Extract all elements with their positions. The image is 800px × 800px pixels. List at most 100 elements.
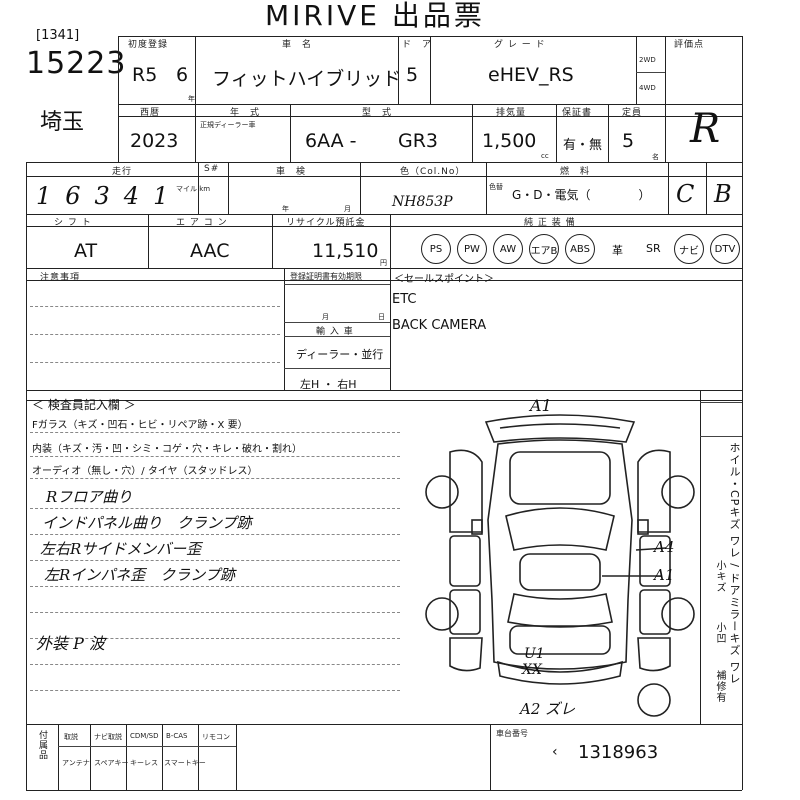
- hand-note-5: 外装 P 波: [36, 634, 105, 653]
- equip-airbag: エアB: [529, 234, 559, 264]
- hand-note-2: インドパネル曲り クランプ跡: [42, 514, 252, 532]
- diagram-a2: A2 ズレ: [520, 700, 576, 718]
- warranty-label: 保証書: [562, 108, 593, 118]
- equip-ps: PS: [421, 234, 451, 264]
- lot-number: 15223: [26, 46, 127, 81]
- diagram-a1-side: A1: [654, 566, 675, 584]
- door-label: ド ア: [402, 40, 433, 50]
- first-reg-label: 初度登録: [128, 40, 169, 50]
- deadline-month: 月: [322, 313, 329, 321]
- yen-unit: 円: [380, 259, 387, 267]
- import-mark: 正規ディーラー車: [200, 121, 256, 129]
- year-label: 西暦: [140, 108, 161, 118]
- shift: AT: [74, 240, 98, 262]
- legend-small-dent: 小凹: [714, 622, 725, 644]
- aircon-label: エ ア コ ン: [176, 218, 228, 228]
- km-unit: マイル km: [176, 185, 211, 193]
- eval-score: R: [690, 106, 721, 152]
- inspector-label: ＜ 検査員記入欄 ＞: [32, 398, 136, 412]
- model-prefix: 6AA -: [305, 130, 357, 152]
- seat-unit: 名: [652, 153, 659, 161]
- twowd: 2WD: [639, 56, 656, 64]
- warranty: 有・無: [563, 138, 603, 153]
- region: 埼玉: [40, 110, 85, 135]
- grade-label: グ レ ー ド: [494, 40, 546, 50]
- color-same-label: 色替: [489, 183, 503, 191]
- equip-abs: ABS: [565, 234, 595, 264]
- car-damage-diagram: [425, 414, 695, 717]
- fuel-type: G・D・電気（ ）: [512, 188, 651, 202]
- displacement: 1,500: [482, 130, 537, 152]
- diagram-a1-top: A1: [530, 396, 552, 415]
- capacity-label: 定員: [622, 108, 643, 118]
- car-name: フィットハイブリッド: [212, 68, 402, 90]
- accessories-label: 付属品: [37, 730, 47, 760]
- diagram-xx: XX: [522, 662, 542, 678]
- deadline-day: 日: [378, 313, 385, 321]
- displacement-label: 排気量: [496, 108, 527, 118]
- capacity: 5: [622, 130, 635, 152]
- sales-point-2: BACK CAMERA: [392, 318, 487, 333]
- legend-repaired: 補修有: [714, 670, 725, 703]
- acc-manual: 取説: [64, 733, 78, 741]
- legend-small-scratch: 小キズ: [714, 560, 725, 593]
- sales-point-1: ETC: [392, 292, 417, 307]
- equip-pw: PW: [457, 234, 487, 264]
- year-model-label: 年 式: [230, 108, 261, 118]
- equip-navi: ナビ: [674, 234, 704, 264]
- exterior-grade: C: [676, 180, 695, 208]
- chassis-number: 1318963: [578, 742, 659, 763]
- sno-label: S#: [204, 164, 220, 174]
- acc-navi-manual: ナビ取説: [94, 733, 122, 741]
- name-label: 車 名: [282, 40, 313, 50]
- notes-label: 注意事項: [40, 273, 81, 283]
- acc-antenna: アンテナ: [62, 759, 90, 767]
- form-title: MIRIVE 出品票: [265, 0, 485, 32]
- fourwd: 4WD: [639, 84, 656, 92]
- color-code: NH853P: [392, 194, 453, 210]
- acc-bcas: B-CAS: [166, 732, 188, 740]
- grade: eHEV_RS: [488, 64, 574, 86]
- hand-note-4: 左Rインパネ歪 クランプ跡: [44, 566, 235, 584]
- cc-unit: cc: [541, 152, 549, 160]
- acc-keyless: キーレス: [130, 759, 158, 767]
- chassis-label: 車台番号: [496, 729, 528, 738]
- acc-remote: リモコン: [202, 733, 230, 741]
- recycle-label: リサイクル預託金: [286, 218, 366, 228]
- equip-leather: 革: [612, 244, 623, 257]
- recycle-fee: 11,510: [312, 240, 379, 262]
- first-reg-month: 6: [176, 64, 189, 86]
- inspector-line-2: 内装（キズ・汚・凹・シミ・コゲ・穴・キレ・破れ・割れ）: [32, 444, 302, 455]
- eval-label: 評価点: [674, 40, 705, 50]
- inspector-line-3: オーディオ（無し・穴）/ タイヤ（スタッドレス）: [32, 466, 258, 477]
- chassis-mark: ‹: [552, 744, 558, 760]
- body-label: 車 検: [276, 167, 307, 177]
- equip-dtv: DTV: [710, 234, 740, 264]
- color-label: 色（Col.No）: [400, 167, 466, 177]
- doors: 5: [406, 64, 419, 86]
- inspection-year-mark: 年: [282, 205, 289, 213]
- acc-spare-key: スペアキー: [94, 759, 129, 767]
- sales-points-label: ＜セールスポイント＞: [394, 274, 494, 285]
- interior-grade: B: [714, 180, 732, 208]
- fuel-label: 燃 料: [560, 167, 591, 177]
- equip-aw: AW: [493, 234, 523, 264]
- diagram-u1: U1: [524, 646, 545, 662]
- acc-cdm: CDM/SD: [130, 732, 159, 740]
- inspection-month-mark: 月: [344, 205, 351, 213]
- diagram-a4: A4: [654, 538, 675, 556]
- aircon: AAC: [190, 240, 230, 262]
- year-mark: 年: [188, 95, 195, 103]
- legend-main: ホイル・CPキズ ワレ / ドアミラーキズ ワレ: [728, 442, 741, 686]
- mileage-label: 走行: [112, 167, 133, 177]
- handle-side: 左H ・ 右H: [300, 378, 357, 391]
- equipment-label: 純 正 装 備: [524, 218, 576, 228]
- hand-note-1: Rフロア曲り: [46, 488, 133, 506]
- mileage: 16341: [36, 182, 183, 210]
- lot-id: [1341]: [36, 28, 80, 43]
- year: 2023: [130, 130, 179, 152]
- era: R5: [132, 64, 158, 86]
- shift-label: シ フ ト: [54, 218, 92, 228]
- model: GR3: [398, 130, 439, 152]
- inspector-line-1: Fガラス（キズ・凹石・ヒビ・リペア跡・X 要）: [32, 420, 248, 431]
